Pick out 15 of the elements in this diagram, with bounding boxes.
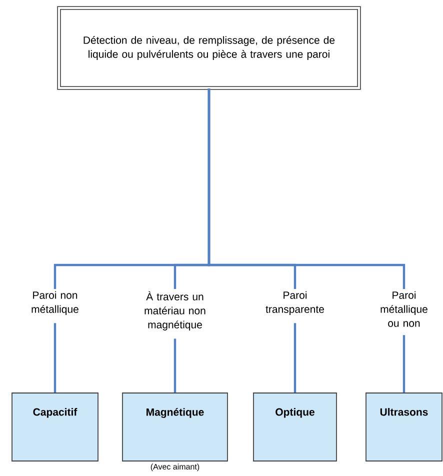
connector-line [402,335,406,393]
title-box: Détection de niveau, de remplissage, de présence de liquide ou pulvérulents ou pièce à travers une paroi [57,6,361,90]
connector-line [208,88,406,289]
connector-line [294,323,296,393]
branch-label: Paroi transparente [266,291,324,315]
branch-label: À travers un matériau non magnétique [144,291,206,330]
sensor-box: Optique [253,392,337,462]
connector-line [174,338,176,393]
note-text: (Avec aimant) [150,464,200,472]
branch-label: Paroi non métallique [32,291,78,315]
connector-line [54,323,56,393]
branch-label: Paroi métallique ou non [380,291,428,327]
sensor-box: Ultrasons [366,392,442,462]
sensor-box: Magnétique [122,392,228,462]
sensor-box: Capacitif [12,392,98,462]
